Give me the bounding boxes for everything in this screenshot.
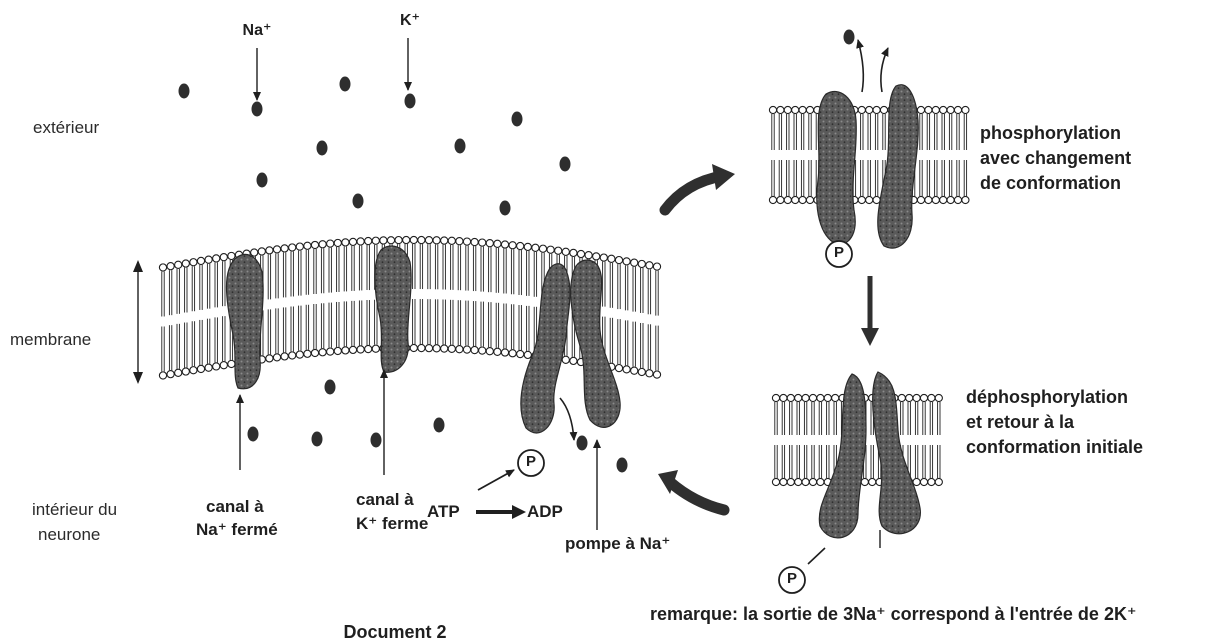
ion-dot <box>248 427 259 442</box>
cycle-arrow-to-dephosphorylation <box>861 276 879 346</box>
pump-left-subunit <box>521 264 570 433</box>
dephosphorylated-pump-membrane <box>772 372 942 538</box>
membrane-thickness-arrow <box>133 260 143 384</box>
ion-dot <box>617 458 628 473</box>
ion-dot <box>371 433 382 448</box>
atp-label: ATP <box>427 502 460 522</box>
ion-dot <box>317 141 328 156</box>
ion-dot <box>434 418 445 433</box>
exterior-label: extérieur <box>33 118 99 138</box>
ion-dot <box>257 173 268 188</box>
atp-to-phosphate-arrow <box>478 470 514 490</box>
canal-na-label-line2: Na⁺ fermé <box>196 520 278 540</box>
pump-label: pompe à Na⁺ <box>565 534 670 554</box>
k-ion-label: K⁺ <box>400 12 420 31</box>
interior-label-line1: intérieur du <box>32 500 117 520</box>
cycle-arrow-return-to-pump <box>658 470 724 510</box>
membrane-label: membrane <box>10 330 91 350</box>
ion-dot <box>455 139 466 154</box>
adp-label: ADP <box>527 502 563 522</box>
dephosphorylation-label-line2: et retour à la <box>966 412 1074 433</box>
dephosphorylation-label-line1: déphosphorylation <box>966 387 1128 408</box>
remark-note: remarque: la sortie de 3Na⁺ correspond à… <box>650 604 1136 625</box>
potassium-channel-protein <box>375 246 411 372</box>
lipid-bilayer <box>769 106 969 203</box>
ion-dot <box>512 112 523 127</box>
document-caption: Document 2 <box>343 622 446 643</box>
ion-dot <box>353 194 364 209</box>
ion-dot <box>312 432 323 447</box>
phosphate-label-top: P <box>834 244 844 262</box>
ion-dot <box>560 157 571 172</box>
ion-dot <box>405 94 416 109</box>
atp-to-adp-arrow <box>476 505 526 519</box>
ion-dot <box>179 84 190 99</box>
ion-dot <box>325 380 336 395</box>
ion-dot <box>340 77 351 92</box>
dephosphorylation-label-line3: conformation initiale <box>966 437 1143 458</box>
na-ion-label: Na⁺ <box>243 22 272 41</box>
phosphorylation-label-line2: avec changement <box>980 148 1131 169</box>
phosphorylated-pump-membrane <box>769 85 969 248</box>
ion-dot <box>577 436 588 451</box>
interior-label-line2: neurone <box>38 525 100 545</box>
canal-k-label-line1: canal à <box>356 490 414 510</box>
phosphate-circle-bottom <box>779 548 825 593</box>
inner-release-arrow <box>560 398 574 440</box>
phosphorylation-label-line1: phosphorylation <box>980 123 1121 144</box>
top-pump-left-subunit <box>817 92 857 245</box>
ion-dot <box>500 201 511 216</box>
phosphorylation-label-line3: de conformation <box>980 173 1121 194</box>
canal-na-label-line1: canal à <box>206 497 264 517</box>
phosphate-label-main: P <box>526 453 536 471</box>
sodium-channel-protein <box>227 254 264 388</box>
top-ion-exit-arrows <box>858 40 888 92</box>
ion-dot <box>252 102 263 117</box>
cycle-arrow-to-phosphorylation <box>665 164 735 210</box>
ion-dot <box>844 30 855 45</box>
canal-k-label-line2: K⁺ ferme <box>356 514 428 534</box>
phosphate-label-bottom: P <box>787 570 797 588</box>
